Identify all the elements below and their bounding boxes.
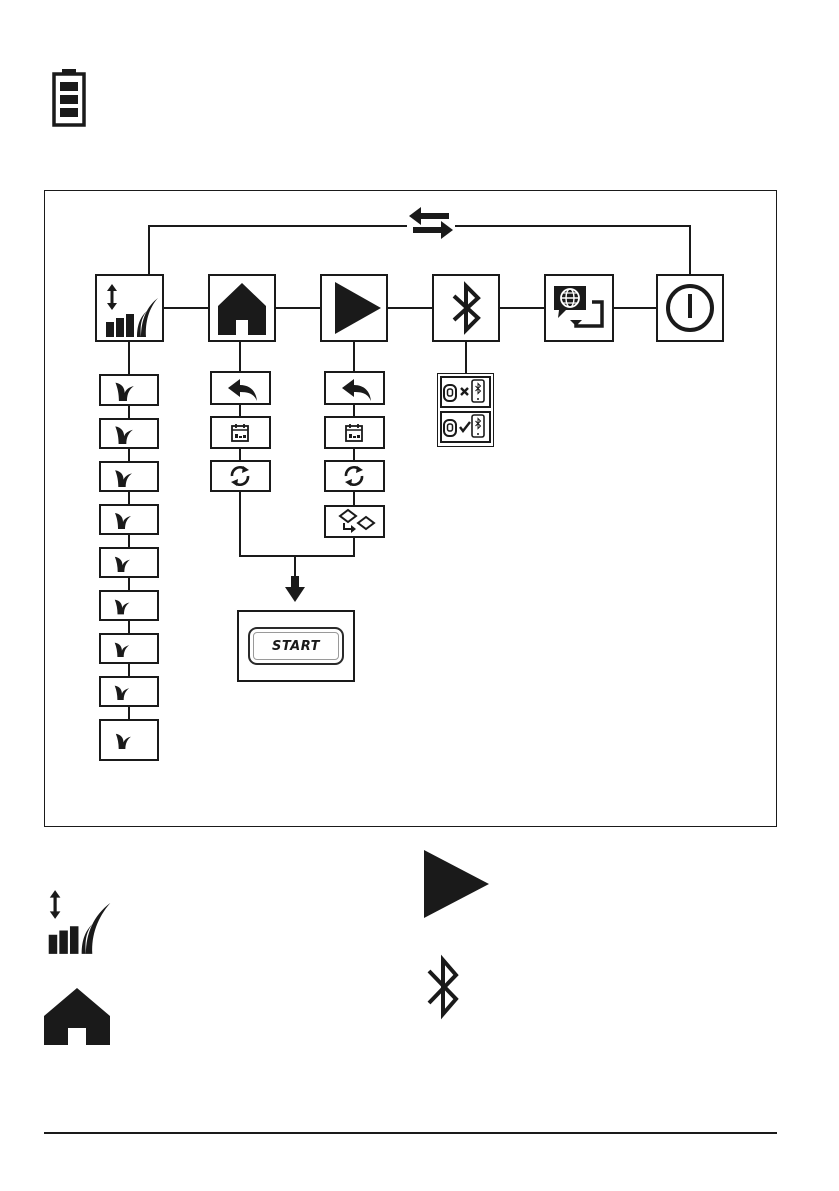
language-settings-button[interactable] (544, 274, 614, 342)
start-back-option[interactable] (324, 371, 385, 405)
home-icon (210, 276, 274, 340)
grass-height-icon (101, 592, 157, 619)
secondary-area-icon (326, 507, 383, 536)
home-button[interactable] (208, 274, 276, 342)
pair-device-icon (442, 413, 489, 441)
cutting-height-option[interactable] (99, 633, 159, 664)
start-repeat-option[interactable] (324, 460, 385, 492)
repeat-cycle-icon (326, 462, 383, 490)
home-repeat-option[interactable] (210, 460, 271, 492)
start-mowing-button[interactable] (320, 274, 388, 342)
back-arrow-icon (326, 373, 383, 403)
grass-height-icon (101, 635, 157, 662)
start-secondary-area-option[interactable] (324, 505, 385, 538)
grass-height-icon (101, 420, 157, 447)
start-schedule-option[interactable] (324, 416, 385, 449)
grass-height-icon (101, 678, 157, 705)
bluetooth-submenu (437, 373, 494, 447)
home-icon (42, 986, 112, 1046)
play-icon (322, 276, 386, 340)
cutting-height-option[interactable] (99, 374, 159, 406)
unpair-device-option[interactable] (440, 376, 491, 408)
home-back-option[interactable] (210, 371, 271, 405)
grass-height-icon (101, 549, 157, 576)
cutting-height-option[interactable] (99, 590, 159, 621)
start-button[interactable]: START (248, 627, 344, 665)
cutting-height-option[interactable] (99, 461, 159, 492)
power-button[interactable] (656, 274, 724, 342)
cutting-height-option[interactable] (99, 719, 159, 761)
schedule-calendar-icon (212, 418, 269, 447)
cutting-height-option[interactable] (99, 418, 159, 449)
grass-height-icon (101, 376, 157, 404)
back-arrow-icon (212, 373, 269, 403)
language-settings-icon (546, 276, 612, 340)
bluetooth-icon (434, 276, 498, 340)
grass-height-icon (101, 463, 157, 490)
cutting-height-option[interactable] (99, 504, 159, 535)
play-icon (422, 849, 490, 919)
cutting-height-icon (44, 888, 114, 956)
top-rule (44, 1132, 777, 1134)
schedule-calendar-icon (326, 418, 383, 447)
cutting-height-option[interactable] (99, 547, 159, 578)
grass-height-icon (101, 721, 157, 759)
power-icon (658, 276, 722, 340)
start-confirmation: START (237, 610, 355, 682)
swap-arrows-icon (407, 205, 455, 241)
pair-device-option[interactable] (440, 411, 491, 443)
bluetooth-icon (424, 954, 464, 1022)
grass-height-icon (101, 506, 157, 533)
unpair-device-icon (442, 378, 489, 406)
cutting-height-button[interactable] (95, 274, 164, 342)
repeat-cycle-icon (212, 462, 269, 490)
cutting-height-icon (97, 276, 162, 340)
cutting-height-option[interactable] (99, 676, 159, 707)
home-schedule-option[interactable] (210, 416, 271, 449)
bluetooth-button[interactable] (432, 274, 500, 342)
